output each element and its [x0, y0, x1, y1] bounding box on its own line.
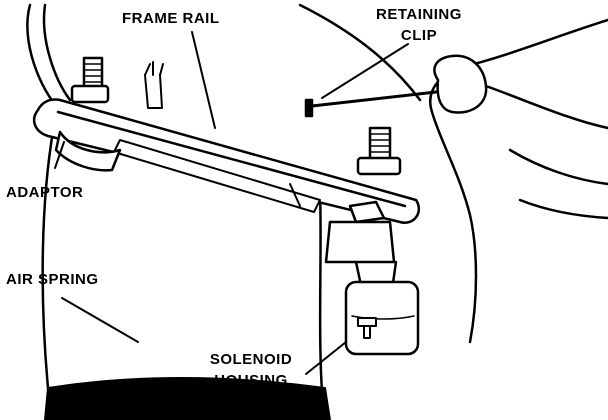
left-stud	[70, 56, 110, 104]
right-stud	[356, 126, 402, 176]
label-adaptor: ADAPTOR	[6, 184, 84, 201]
hand	[429, 18, 608, 344]
air-spring-bag	[26, 3, 422, 394]
label-solenoid-housing: SOLENOID HOUSING	[196, 351, 306, 389]
label-frame-rail: FRAME RAIL	[122, 10, 220, 27]
label-solenoid-housing-line1: SOLENOID	[209, 351, 293, 368]
retaining-clip	[304, 90, 438, 118]
frame-rail	[32, 98, 421, 224]
label-retaining-clip-line2: CLIP	[400, 27, 438, 44]
label-retaining-clip: RETAINING CLIP	[360, 6, 478, 44]
leader-lines	[54, 31, 409, 375]
lower-nut	[348, 200, 386, 224]
label-retaining-clip-line1: RETAINING	[376, 6, 462, 23]
air-spring-stipple	[44, 377, 331, 420]
solenoid-housing	[324, 220, 420, 356]
adaptor-part	[54, 130, 122, 172]
wire-connector	[144, 61, 164, 109]
label-air-spring: AIR SPRING	[6, 271, 99, 288]
label-solenoid-housing-line2: HOUSING	[214, 372, 288, 389]
